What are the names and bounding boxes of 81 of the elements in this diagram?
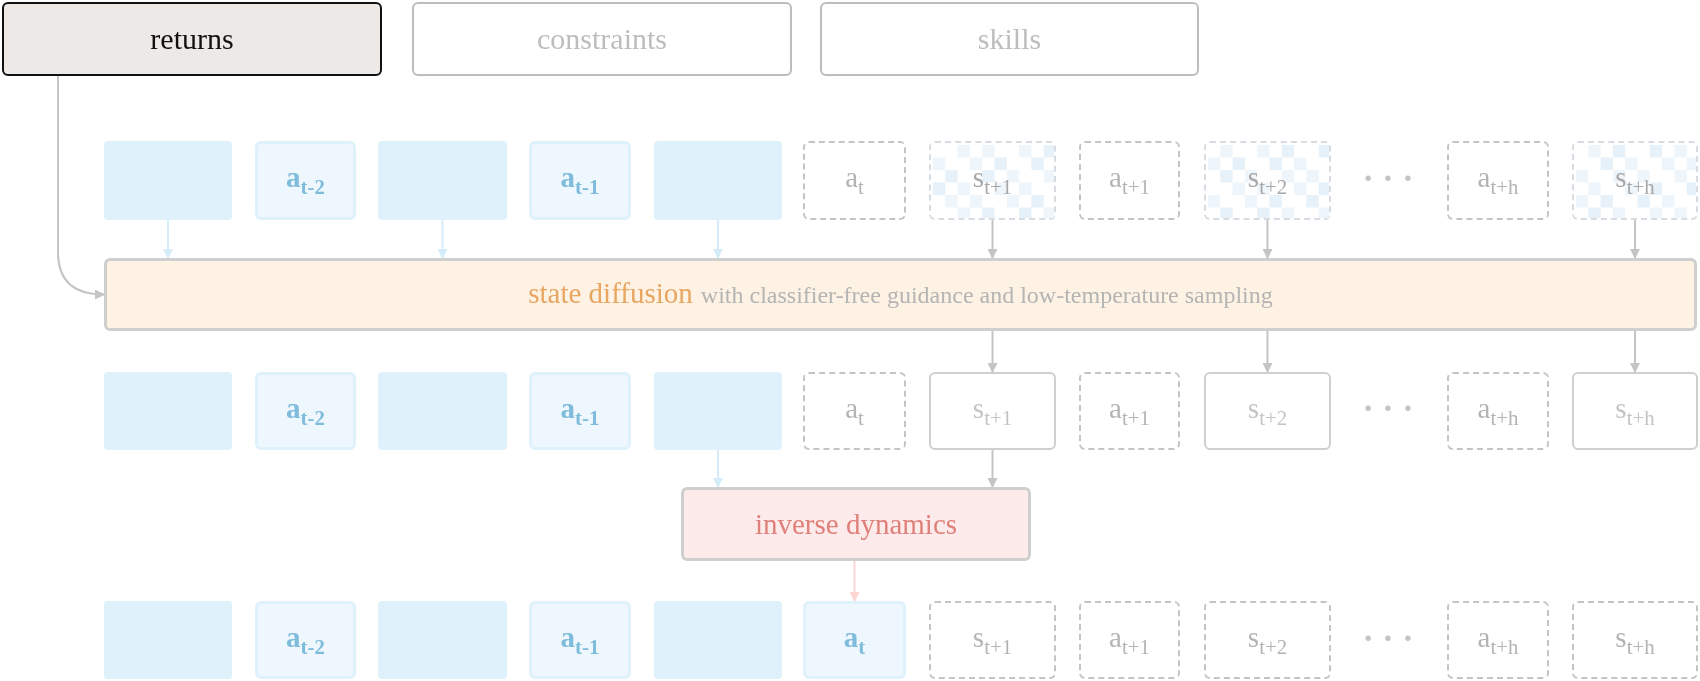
token-label: s$_{t+2}$: [1247, 622, 1288, 658]
token-label: s$_{t+h}$: [1615, 393, 1655, 429]
token-box: [1079, 141, 1180, 220]
state-image-box: [654, 601, 782, 679]
action-box: [529, 141, 631, 220]
arrow: [713, 219, 723, 259]
condition-tab: [2, 2, 382, 76]
state-image-box: [378, 601, 507, 679]
arrow: [987, 219, 998, 259]
arrow: [1262, 330, 1273, 373]
token-box: [1447, 141, 1549, 220]
token-box: [1447, 372, 1549, 450]
model-description: with classifier-free guidance and low-temperature sampling: [700, 283, 1273, 307]
token-label: a$_{t-2}$: [286, 163, 325, 198]
condition-tab: [412, 2, 792, 76]
ellipsis: · · ·: [1362, 619, 1414, 657]
arrow: [1630, 219, 1640, 259]
model-name: state diffusion: [528, 279, 693, 308]
token-label: a$_{t+1}$: [1109, 393, 1150, 429]
state-image-box: [378, 141, 507, 220]
arrow: [1262, 219, 1273, 259]
token-box: [1079, 372, 1180, 450]
action-box: [255, 601, 356, 679]
arrow: [713, 449, 723, 488]
state-box: [1572, 372, 1698, 450]
token-label: a$_{t+h}$: [1477, 393, 1519, 429]
model-name: inverse dynamics: [754, 509, 958, 539]
token-label: a$_{t-1}$: [560, 622, 600, 658]
token-label: a$_{t}$: [845, 163, 864, 198]
token-box: [1447, 601, 1549, 679]
token-label: s$_{t+1}$: [972, 622, 1013, 658]
token-label: s$_{t+h}$: [1615, 163, 1655, 198]
arrow: [987, 449, 998, 488]
token-label: s$_{t+1}$: [972, 393, 1013, 429]
arrow: [163, 219, 173, 259]
token-label: s$_{t+2}$: [1247, 393, 1288, 429]
token-box: [803, 372, 906, 450]
token-label: a$_{t}$: [843, 622, 866, 658]
token-box: [803, 141, 906, 220]
token-box: [1204, 601, 1331, 679]
token-label: a$_{t+h}$: [1477, 622, 1519, 658]
inverse-dynamics-box: [681, 487, 1031, 561]
action-box: [255, 372, 356, 450]
token-label: a$_{t-1}$: [560, 393, 600, 429]
token-label: a$_{t-2}$: [286, 622, 325, 658]
state-image-box: [104, 601, 232, 679]
token-label: a$_{t}$: [845, 393, 864, 429]
state-box: [1204, 372, 1331, 450]
arrow: [987, 330, 998, 373]
action-box: [803, 601, 906, 679]
token-label: a$_{t+1}$: [1109, 163, 1150, 198]
arrow: [849, 560, 860, 602]
ellipsis: · · ·: [1362, 389, 1414, 427]
token-box: [1079, 601, 1180, 679]
arrow: [437, 219, 448, 259]
token-label: a$_{t-1}$: [560, 163, 600, 198]
token-box: [1572, 601, 1698, 679]
state-box: [929, 372, 1056, 450]
token-label: s$_{t+h}$: [1615, 622, 1655, 658]
arrow: [57, 75, 105, 300]
token-box: [929, 601, 1056, 679]
diffusion-model-box: [104, 258, 1697, 331]
state-image-box: [378, 372, 507, 450]
tab-label: skills: [977, 24, 1042, 54]
arrow: [1630, 330, 1640, 373]
ellipsis: · · ·: [1362, 159, 1414, 197]
token-label: s$_{t+2}$: [1247, 163, 1288, 198]
action-box: [529, 372, 631, 450]
token-label: a$_{t-2}$: [286, 393, 325, 429]
state-image-box: [654, 141, 782, 220]
state-image-box: [104, 372, 232, 450]
tab-label: returns: [150, 24, 234, 54]
action-box: [255, 141, 356, 220]
action-box: [529, 601, 631, 679]
token-label: a$_{t+1}$: [1109, 622, 1150, 658]
tab-label: constraints: [537, 24, 667, 54]
token-label: a$_{t+h}$: [1477, 163, 1519, 198]
token-label: s$_{t+1}$: [972, 163, 1013, 198]
state-image-box: [104, 141, 232, 220]
state-image-box: [654, 372, 782, 450]
condition-tab: [820, 2, 1199, 76]
